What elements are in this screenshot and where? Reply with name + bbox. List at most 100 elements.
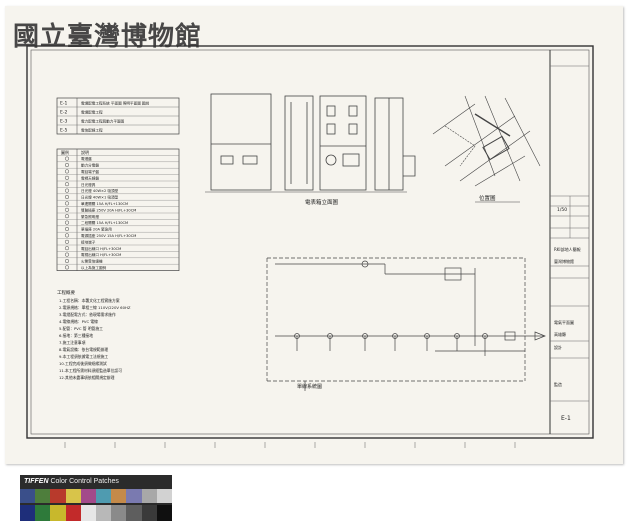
elevation-label: 電表箱立面圖 [305,198,339,206]
color-swatch [141,489,157,503]
legend-symbol-desc: 二段開關 15A H/FL+130CM [81,220,128,225]
legend-symbol-icon [64,169,70,174]
legend-description: 電信配線工程 [81,128,103,133]
legend-symbol-icon [64,194,70,200]
legend-symbol-desc: 火警受信總機 [81,259,103,264]
note-line: 1.工程名稱：本署文化工程實施方案 [59,298,120,303]
color-swatch [35,505,51,521]
legend-description: 電燈配電工程 [81,110,103,115]
color-swatch [20,505,36,521]
note-line: 9.本工程須依據電工法規施工 [59,354,108,359]
color-swatches-bottom [20,505,172,521]
color-swatch [111,505,127,521]
title-block-text: 監造 [554,381,562,387]
legend-symbol-desc: 緊急照明燈 [81,214,99,219]
note-line: 4.電線規格：PVC 電線 [59,319,98,324]
meter-box-elevations [205,93,416,193]
legend-symbol-icon [64,239,70,244]
color-swatch [65,489,81,503]
location-map [432,95,541,203]
color-swatch [35,489,51,503]
legend-symbol-desc: 以上為施工圖例 [81,265,107,270]
legend-description: 電力配電工程與動力平面圖 [81,119,125,124]
legend-symbol-icon [64,175,70,180]
legend-symbol-desc: 日光燈 40W×2 吸頂型 [81,188,119,193]
calibration-text: Color Control Patches [50,478,119,485]
color-swatch [126,505,142,521]
legend-symbol-icon [64,246,70,251]
legend-header-symbol: 圖例 [61,149,69,155]
drawing-sheet: 國立臺灣博物館 [5,6,623,464]
color-swatch [80,505,96,521]
note-line: 3.電燈配電方式：依現場需求施作 [59,312,116,317]
legend-symbol-icon [64,188,70,193]
color-swatch [141,505,157,521]
color-control-patches: TIFFEN Color Control Patches [20,475,172,521]
color-swatches-top [20,489,172,503]
legend-symbol-icon [64,226,70,232]
legend-symbol-desc: 電源插座 250V 15A H/FL+30CM [81,233,136,238]
note-line: 10.工程完成後須做絕緣測試 [59,361,107,366]
legend-code: E-1 [60,101,67,107]
color-swatch [111,489,127,503]
title-block-text: 設計 [554,344,562,350]
museum-watermark: 國立臺灣博物館 [13,22,203,52]
legend-symbol-icon [64,201,70,206]
legend-symbol-desc: 單插座 20A 緊急用 [81,227,112,232]
color-swatch [156,505,172,521]
drawing-frame [26,45,594,439]
legend-symbol-icon [64,214,70,219]
color-swatch [20,489,36,503]
legend-code: E-2 [60,110,67,116]
single-line-diagram [266,257,546,391]
title-block-text: 高雄縣 [554,331,566,337]
legend-symbol-desc: 日光燈 40W×1 吸頂型 [81,195,119,200]
legend-symbol-desc: 電視出線口 H/FL+30CM [81,252,121,257]
riser-label: 單線系統圖 [297,383,322,390]
legend-symbol-desc: 電話端子盤 [81,169,99,174]
legend-symbol-desc: 電燈盤 [81,156,92,161]
legend-symbol-icon [64,252,70,257]
legend-symbol-desc: 動力分電盤 [81,163,99,168]
legend-symbol-icon [64,220,70,225]
legend-symbol-icon [64,162,70,168]
note-line: 5.配管：PVC 管 明管施工 [59,326,103,331]
title-block-text: RKI部地人簡報 [554,246,581,252]
scale-note: 1/50 [557,207,567,213]
notes-title: 工程概要 [57,289,75,296]
legend-code: E-3 [60,119,67,125]
legend-symbol-icon [64,207,70,212]
color-swatch [126,489,142,503]
legend-symbol-desc: 日光燈具 [81,182,96,187]
color-swatch [80,489,96,503]
legend-symbol-icon [64,258,70,264]
color-swatch [65,505,81,521]
color-swatch [95,505,112,521]
legend-symbol-desc: 電視天線盤 [81,175,99,180]
legend-code: E-5 [60,128,67,134]
legend-symbol-desc: 電話出線口 H/FL+30CM [81,246,121,251]
note-line: 6.接地：第三種接地 [59,333,93,338]
note-line: 12.其他未盡事項依相關規定辦理 [59,375,115,380]
legend-symbol-icon [64,265,70,270]
legend-top-table: E-1 電燈配電工程系統 平面圖 照明平面圖 圖說 E-2 電燈配電工程 E-3 電力配電… [56,97,180,135]
legend-symbol-desc: 雙聯插座 250V 20A H/FL+30CM [81,207,136,212]
legend-symbol-desc: 接地端子 [81,239,96,244]
location-map-label: 位置圖 [479,194,496,202]
title-block-text: 電氣平面圖 [554,319,574,325]
legend-symbol-desc: 單連開關 15A H/FL+130CM [81,201,128,206]
color-swatch [95,489,112,503]
note-line: 2.電源規格：單相三線 110V/220V 60HZ [59,305,131,310]
legend-symbol-icon [64,156,70,161]
color-swatch [50,489,66,503]
legend-header-desc: 說明 [81,149,89,155]
legend-symbol-icon [64,233,70,238]
sheet-number: E-1 [561,415,571,422]
note-line: 11.本工程所需材料須經監造單位認可 [59,368,122,373]
calibration-label: TIFFEN Color Control Patches [24,478,119,485]
note-line: 7.施工注意事項 [59,340,86,345]
legend-description: 電燈配電工程系統 平面圖 照明平面圖 圖說 [81,101,150,106]
